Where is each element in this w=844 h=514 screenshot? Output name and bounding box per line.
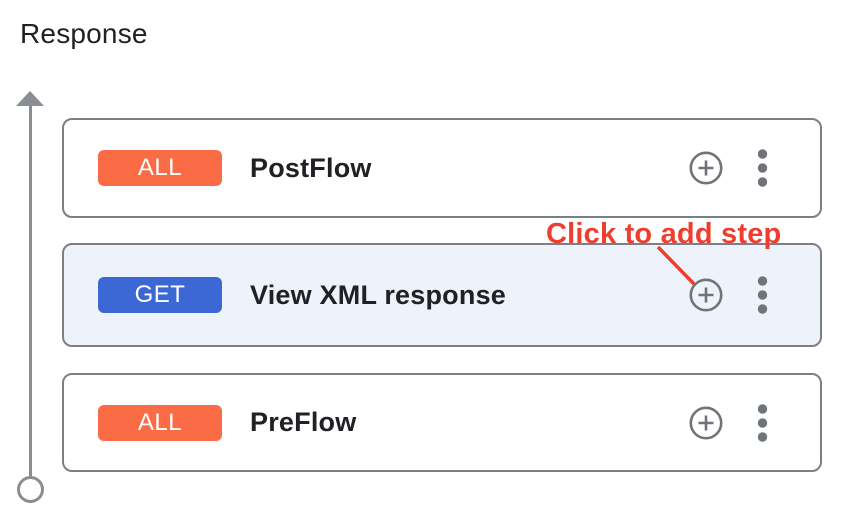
flow-start-circle-icon: [17, 476, 44, 503]
flow-card-view-xml-response[interactable]: GET View XML response: [62, 243, 822, 347]
flow-card-title: PostFlow: [250, 152, 372, 183]
method-badge: ALL: [98, 404, 222, 441]
section-title: Response: [20, 18, 148, 49]
add-step-button[interactable]: [688, 150, 724, 186]
more-options-button[interactable]: [757, 276, 768, 315]
flow-card-title: View XML response: [250, 279, 506, 310]
flow-card-preflow[interactable]: ALL PreFlow: [62, 373, 822, 472]
method-badge: ALL: [98, 150, 222, 186]
flow-card-postflow[interactable]: ALL PostFlow: [62, 118, 822, 218]
flow-card-title: PreFlow: [250, 407, 357, 437]
more-vertical-icon: [757, 276, 768, 318]
add-circle-icon: [688, 278, 724, 316]
add-circle-icon: [688, 151, 724, 189]
arrow-up-icon: [16, 91, 44, 106]
more-vertical-icon: [757, 149, 768, 191]
annotation-label: Click to add step: [546, 218, 782, 250]
flow-direction-rail: [29, 103, 32, 477]
more-vertical-icon: [757, 403, 768, 445]
more-options-button[interactable]: [757, 403, 768, 442]
more-options-button[interactable]: [757, 149, 768, 188]
add-step-button[interactable]: [688, 277, 724, 313]
add-step-button[interactable]: [688, 405, 724, 441]
add-circle-icon: [688, 406, 724, 444]
method-badge: GET: [98, 277, 222, 313]
